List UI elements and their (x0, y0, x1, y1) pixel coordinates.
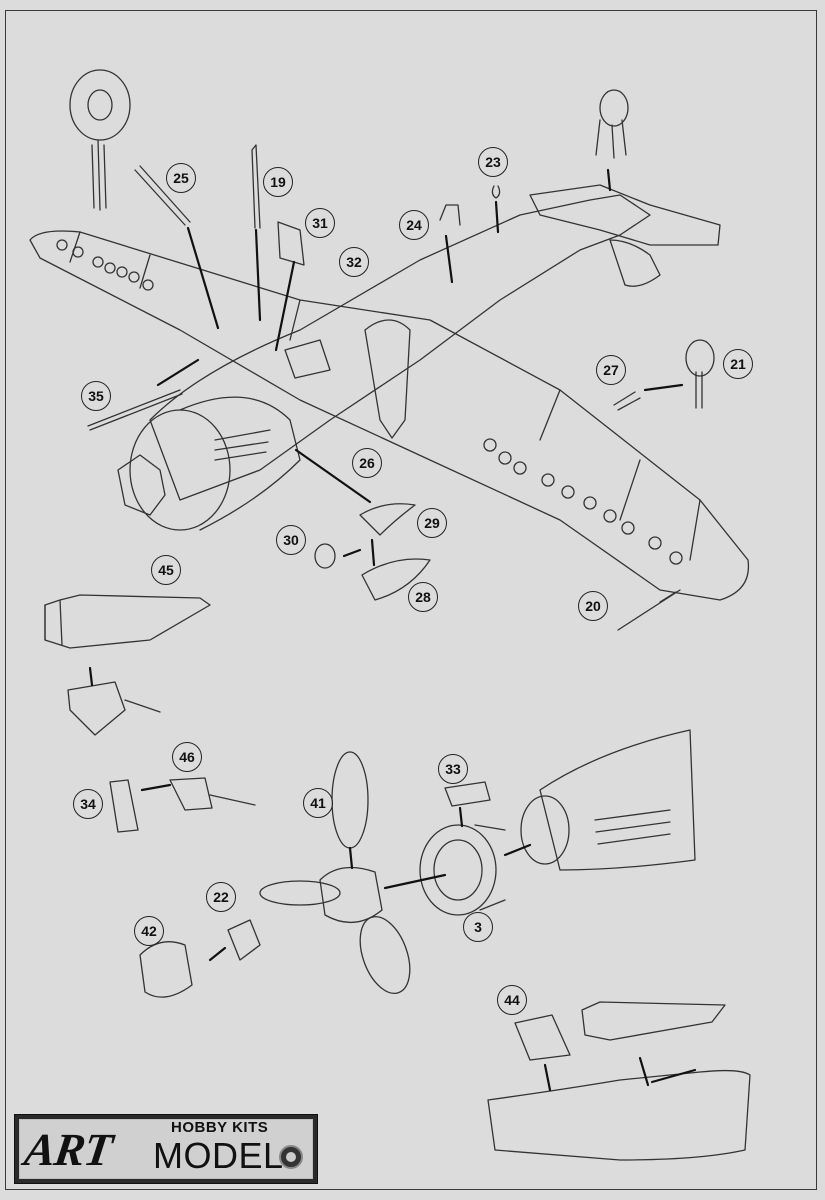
callout-25: 25 (166, 163, 196, 193)
callout-31: 31 (305, 208, 335, 238)
prop-blade-upper (331, 751, 369, 849)
callout-28: 28 (408, 582, 438, 612)
engine-detail (539, 729, 696, 871)
part-22-hub (227, 919, 261, 961)
callout-24: 24 (399, 210, 429, 240)
callout-34: 34 (73, 789, 103, 819)
cowling-front (129, 409, 231, 531)
main-gear-door (364, 319, 411, 439)
part-27-link (613, 391, 641, 411)
part-28-cover (361, 558, 431, 601)
part-19-rod (251, 144, 261, 229)
logo-panel (19, 1119, 313, 1179)
part-23-hook (491, 185, 501, 199)
callout-19: 19 (263, 167, 293, 197)
prop-blade-left (259, 880, 341, 906)
main-wheel (69, 69, 131, 141)
part-44-canopy (581, 1001, 726, 1041)
callout-45: 45 (151, 555, 181, 585)
prop-spinner (319, 866, 383, 924)
part-29-cover (359, 503, 416, 536)
callout-42: 42 (134, 916, 164, 946)
callout-23: 23 (478, 147, 508, 177)
callout-29: 29 (417, 508, 447, 538)
canopy-frame (284, 339, 331, 379)
wing-panel-lines (69, 231, 701, 561)
cowling-body (179, 396, 301, 531)
callout-33: 33 (438, 754, 468, 784)
callout-3: 3 (463, 912, 493, 942)
logo-model-text: MODEL (153, 1135, 284, 1176)
logo-hobby-kits-text: HOBBY KITS (171, 1119, 269, 1136)
artmodel-logo: ART HOBBY KITS MODEL (14, 1114, 318, 1184)
callout-32: 32 (339, 247, 369, 277)
pitot-tube (617, 589, 681, 631)
part-35-rod (87, 389, 183, 431)
callout-44: 44 (497, 985, 527, 1015)
callout-30: 30 (276, 525, 306, 555)
part-46-seat (169, 777, 256, 811)
prop-blade-lower (359, 916, 411, 994)
page-frame (5, 10, 817, 1190)
gear-strut (134, 165, 191, 226)
logo-emblem-icon (279, 1145, 303, 1169)
wheel-21 (685, 339, 715, 377)
logo-art-text: ART (21, 1124, 116, 1175)
tail-stabilizer (529, 184, 721, 246)
part-44-windscreen (514, 1014, 571, 1061)
part-30-ring (314, 543, 336, 569)
part-33-flap (444, 781, 491, 807)
callout-27: 27 (596, 355, 626, 385)
part-42-spinner (139, 941, 193, 998)
part-34-armor (109, 779, 139, 833)
callout-22: 22 (206, 882, 236, 912)
callout-20: 20 (578, 591, 608, 621)
canopy-45 (44, 594, 211, 649)
wing-outline (29, 230, 750, 601)
cowling-slots (214, 429, 271, 461)
prop-hub-front (117, 454, 166, 516)
callout-41: 41 (303, 788, 333, 818)
callout-46: 46 (172, 742, 202, 772)
part-24-bracket (439, 204, 461, 226)
part-3-cowl-ring (419, 824, 497, 916)
gear-leg (91, 139, 107, 211)
fuselage-outline (149, 194, 651, 501)
tail-wheel (599, 89, 629, 127)
fuselage-44 (487, 1069, 751, 1161)
callout-26: 26 (352, 448, 382, 478)
callout-35: 35 (81, 381, 111, 411)
part-31-plate (277, 221, 305, 266)
callout-21: 21 (723, 349, 753, 379)
tail-fin (609, 239, 661, 287)
seat-assembly (67, 681, 161, 736)
